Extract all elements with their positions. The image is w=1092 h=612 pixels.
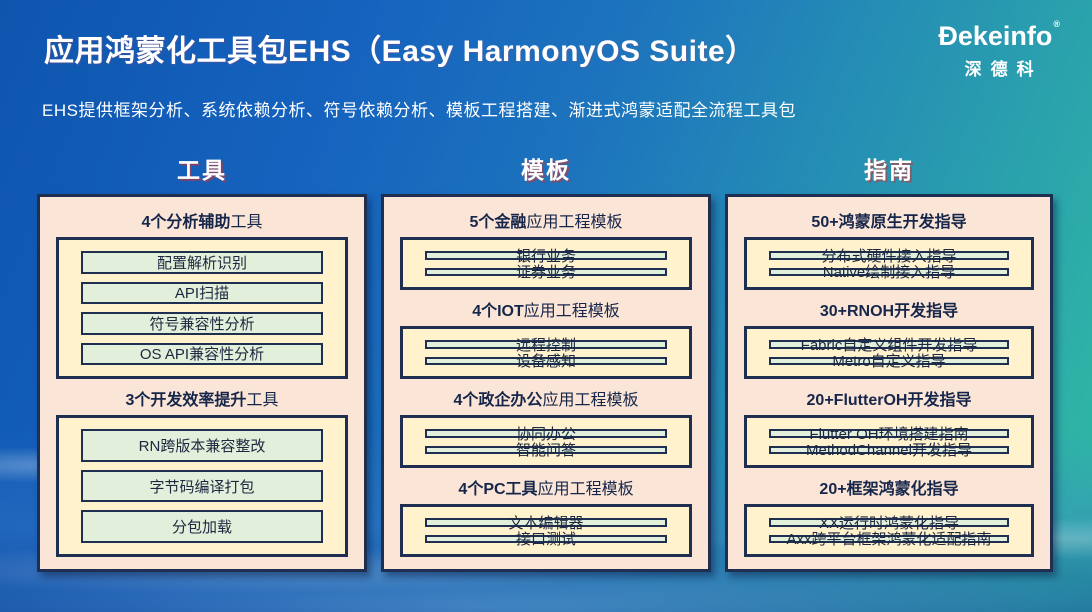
section-title-strong: 20+框架鸿蒙化指导 [819,481,959,498]
brand-chinese-name: 深德科 [964,59,1043,79]
item-box: API扫描 [81,281,323,304]
section-title: 4个政企办公应用工程模板 [400,379,692,415]
section-box: 银行业务证券业务 [400,237,692,290]
item-box: Fabric自定义组件开发指导 [769,337,1009,354]
item-box: RN跨版本兼容整改 [81,429,323,462]
section-title: 30+RNOH开发指导 [744,290,1034,326]
section-title-rest: 应用工程模板 [523,303,620,320]
item-box: 接口测试 [425,531,667,548]
item-box: 银行业务 [425,248,667,265]
section-title-rest: 工具 [230,214,263,231]
section-tools-0: 4个分析辅助工具配置解析识别 API扫描符号兼容性分析 OS API兼容性分析 [56,201,348,379]
section-title-strong: 30+RNOH开发指导 [819,303,959,320]
item-box: Axx跨平台框架鸿蒙化适配指南 [769,531,1009,548]
section-title: 4个IOT应用工程模板 [400,290,692,326]
section-title-strong: 4个IOT [472,303,524,320]
section-title-strong: 4个分析辅助 [141,214,231,231]
item-box: 证券业务 [425,264,667,281]
item-box: 远程控制 [425,337,667,354]
brand-wordmark: Ðekeinfo® [938,19,1060,52]
section-title-strong: 3个开发效率提升 [125,392,247,409]
item-box: Native绘制接入指导 [769,264,1009,281]
column-header-guides: 指南 [864,157,914,183]
item-box: 智能问答 [425,442,667,459]
item-box: MethodChannel开发指导 [769,442,1009,459]
section-title: 4个PC工具应用工程模板 [400,468,692,504]
item-box: 文本编辑器 [425,515,667,532]
section-title: 20+FlutterOH开发指导 [744,379,1034,415]
section-templates-0: 5个金融应用工程模板银行业务证券业务 [400,201,692,290]
section-box: 配置解析识别 API扫描符号兼容性分析 OS API兼容性分析 [56,237,348,379]
item-box: OS API兼容性分析 [81,342,323,365]
item-box: 字节码编译打包 [81,469,323,503]
section-title: 3个开发效率提升工具 [56,379,348,415]
section-templates-1: 4个IOT应用工程模板远程控制设备感知 [400,290,692,379]
section-box: RN跨版本兼容整改字节码编译打包分包加载 [56,415,348,557]
section-title-strong: 50+鸿蒙原生开发指导 [811,214,967,231]
section-title-rest: 应用工程模板 [526,214,623,231]
subtitle: EHS提供框架分析、系统依赖分析、符号依赖分析、模板工程搭建、渐进式鸿蒙适配全流… [42,101,796,120]
section-title: 20+框架鸿蒙化指导 [744,468,1034,504]
section-title: 50+鸿蒙原生开发指导 [744,201,1034,237]
section-box: 协同办公智能问答 [400,415,692,468]
section-title: 4个分析辅助工具 [56,201,348,237]
section-title-strong: 4个政企办公 [453,392,543,409]
section-templates-3: 4个PC工具应用工程模板文本编辑器接口测试 [400,468,692,557]
section-title-strong: 20+FlutterOH开发指导 [806,392,972,409]
item-box: 协同办公 [425,426,667,443]
section-title-rest: 工具 [246,392,279,409]
section-box: 远程控制设备感知 [400,326,692,379]
column-header-templates: 模板 [521,157,571,183]
registered-trademark-icon: ® [1053,19,1060,29]
section-title-strong: 4个PC工具 [458,481,538,498]
section-templates-2: 4个政企办公应用工程模板协同办公智能问答 [400,379,692,468]
item-box: XX运行时鸿蒙化指导 [769,515,1009,532]
section-title-rest: 应用工程模板 [537,481,634,498]
section-box: 文本编辑器接口测试 [400,504,692,557]
item-box: 设备感知 [425,353,667,370]
section-title: 5个金融应用工程模板 [400,201,692,237]
item-box: 配置解析识别 [81,251,323,274]
item-box: 分布式硬件接入指导 [769,248,1009,265]
header-area: 应用鸿蒙化工具包EHS（Easy HarmonyOS Suite） EHS提供框… [0,0,1092,121]
section-title-strong: 5个金融 [469,214,527,231]
column-header-tools: 工具 [177,157,227,183]
brand-logo: Ðekeinfo® 深德科 [938,19,1060,80]
item-box: Metro自定义指导 [769,353,1009,370]
item-box: Flutter OH环境搭建指南 [769,426,1009,443]
item-box: 符号兼容性分析 [81,312,323,335]
brand-name: Ðekeinfo [938,21,1053,51]
item-box: 分包加载 [81,510,323,544]
section-title-rest: 应用工程模板 [542,392,639,409]
page-title: 应用鸿蒙化工具包EHS（Easy HarmonyOS Suite） [44,35,756,68]
